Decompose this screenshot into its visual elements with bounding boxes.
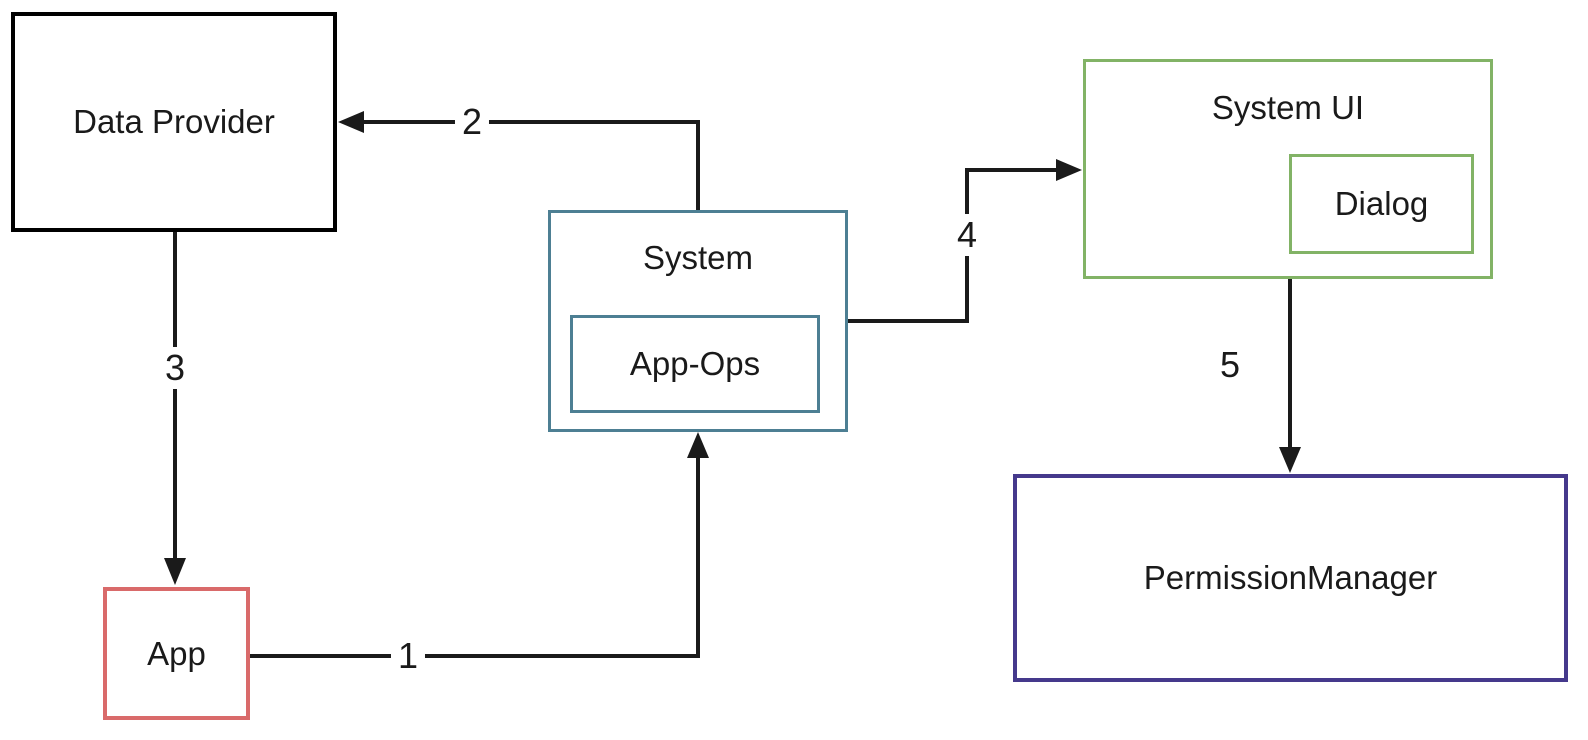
node-system: System App-Ops [548, 210, 848, 432]
node-permission-manager: PermissionManager [1013, 474, 1568, 682]
edge-5-label: 5 [1212, 344, 1248, 386]
edge-1-arrow [250, 432, 709, 658]
node-data-provider-label: Data Provider [73, 103, 275, 140]
node-app-ops: App-Ops [570, 315, 820, 413]
node-system-label: System [642, 239, 754, 276]
edge-1-label: 1 [390, 635, 426, 677]
node-system-ui: System UI Dialog [1083, 59, 1493, 279]
node-data-provider: Data Provider [11, 12, 337, 232]
edge-4-label: 4 [949, 214, 985, 256]
edge-5-arrow [1279, 279, 1301, 473]
node-app-ops-label: App-Ops [629, 345, 761, 382]
edge-2-arrow [338, 111, 700, 210]
node-dialog: Dialog [1289, 154, 1474, 254]
node-permission-manager-label: PermissionManager [1143, 559, 1438, 596]
node-system-ui-label: System UI [1211, 89, 1365, 126]
edge-3-label: 3 [157, 347, 193, 389]
node-app-label: App [147, 634, 206, 672]
node-dialog-label: Dialog [1334, 185, 1429, 222]
edge-2-label: 2 [454, 101, 490, 143]
node-app: App [103, 587, 250, 720]
edge-3-arrow [164, 232, 186, 585]
